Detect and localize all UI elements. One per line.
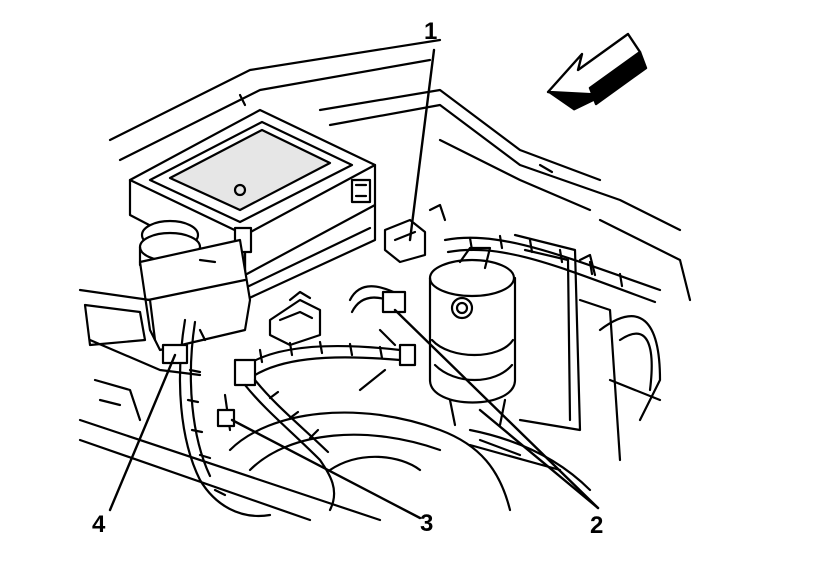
callout-1-label: 1 — [424, 18, 438, 45]
right-panel — [513, 233, 662, 462]
hose-right — [443, 234, 662, 304]
callout-leaders — [108, 48, 600, 520]
callout-4-label: 4 — [92, 511, 106, 538]
callout-2-label: 2 — [590, 512, 604, 539]
ac-hoses — [216, 285, 417, 512]
wiring-harness-left — [161, 318, 272, 518]
coolant-reservoir — [138, 219, 252, 352]
radiator-support — [78, 288, 382, 522]
ac-accumulator — [428, 246, 517, 427]
arrow-icon — [546, 32, 648, 111]
center-component — [268, 290, 322, 347]
wheel-well — [228, 368, 592, 512]
pressure-switch — [381, 203, 447, 314]
hood-edge-lines — [108, 38, 692, 302]
callout-3-label: 3 — [420, 510, 434, 537]
